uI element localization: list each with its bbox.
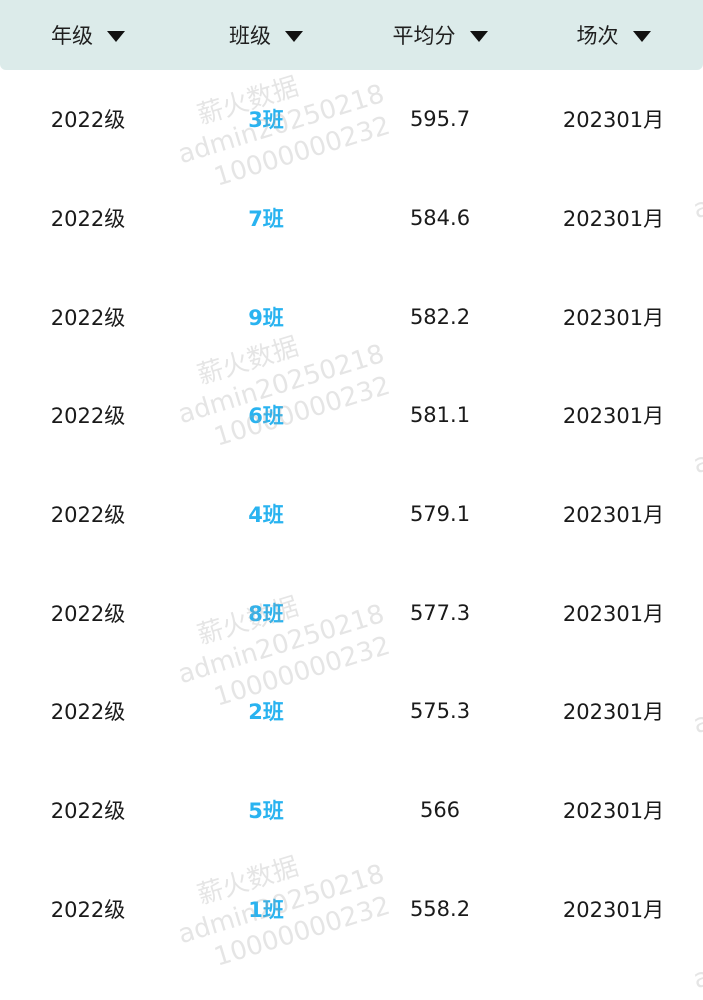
class-link[interactable]: 2班 bbox=[248, 700, 284, 725]
grade-cell: 2022级 bbox=[50, 305, 126, 330]
table-row: 2022级 3班 595.7 202301月 bbox=[0, 70, 703, 169]
average-cell: 558.2 bbox=[409, 896, 471, 921]
grade-cell: 2022级 bbox=[50, 404, 126, 429]
session-cell: 202301月 bbox=[562, 108, 665, 133]
header-grade-label: 年级 bbox=[51, 24, 93, 48]
grade-cell: 2022级 bbox=[50, 799, 126, 824]
header-session-label: 场次 bbox=[576, 24, 619, 48]
average-cell: 595.7 bbox=[409, 107, 471, 132]
sort-down-icon[interactable] bbox=[107, 30, 125, 42]
table-row: 2022级 4班 579.1 202301月 bbox=[0, 465, 703, 564]
average-cell: 582.2 bbox=[409, 304, 471, 329]
grade-cell: 2022级 bbox=[50, 601, 126, 626]
average-cell: 584.6 bbox=[409, 206, 471, 231]
grade-cell: 2022级 bbox=[50, 108, 126, 133]
table-header: 年级 班级 平均分 场次 bbox=[0, 0, 703, 70]
grade-cell: 2022级 bbox=[50, 700, 126, 725]
header-class-label: 班级 bbox=[229, 24, 271, 48]
sort-down-icon[interactable] bbox=[469, 30, 488, 42]
average-cell: 577.3 bbox=[409, 600, 471, 625]
session-cell: 202301月 bbox=[562, 207, 665, 232]
class-link[interactable]: 6班 bbox=[248, 404, 284, 429]
header-average[interactable]: 平均分 bbox=[356, 0, 524, 70]
sort-down-icon[interactable] bbox=[632, 30, 651, 42]
table-row: 2022级 2班 575.3 202301月 bbox=[0, 662, 703, 761]
class-link[interactable]: 9班 bbox=[248, 305, 284, 330]
grade-cell: 2022级 bbox=[50, 503, 126, 528]
class-link[interactable]: 8班 bbox=[248, 601, 284, 626]
class-link[interactable]: 7班 bbox=[248, 207, 284, 232]
table-row: 2022级 5班 566 202301月 bbox=[0, 761, 703, 860]
session-cell: 202301月 bbox=[562, 700, 665, 725]
average-cell: 581.1 bbox=[409, 403, 471, 428]
session-cell: 202301月 bbox=[562, 601, 665, 626]
session-cell: 202301月 bbox=[562, 404, 665, 429]
table-row: 2022级 8班 577.3 202301月 bbox=[0, 563, 703, 662]
header-grade[interactable]: 年级 bbox=[0, 0, 176, 70]
session-cell: 202301月 bbox=[562, 897, 665, 922]
session-cell: 202301月 bbox=[562, 305, 665, 330]
table-row: 2022级 7班 584.6 202301月 bbox=[0, 169, 703, 268]
grade-cell: 2022级 bbox=[50, 207, 126, 232]
class-link[interactable]: 3班 bbox=[248, 108, 284, 133]
session-cell: 202301月 bbox=[562, 799, 665, 824]
average-cell: 575.3 bbox=[409, 699, 471, 724]
table-body: 2022级 3班 595.7 202301月 2022级 7班 584.6 20… bbox=[0, 70, 703, 958]
class-link[interactable]: 5班 bbox=[248, 799, 284, 824]
average-cell: 579.1 bbox=[409, 502, 471, 527]
class-link[interactable]: 4班 bbox=[248, 503, 284, 528]
header-session[interactable]: 场次 bbox=[524, 0, 703, 70]
class-link[interactable]: 1班 bbox=[248, 897, 284, 922]
header-class[interactable]: 班级 bbox=[176, 0, 356, 70]
session-cell: 202301月 bbox=[562, 503, 665, 528]
average-cell: 566 bbox=[419, 798, 461, 823]
table-row: 2022级 1班 558.2 202301月 bbox=[0, 860, 703, 959]
table-row: 2022级 6班 581.1 202301月 bbox=[0, 366, 703, 465]
header-average-label: 平均分 bbox=[392, 24, 456, 48]
sort-down-icon[interactable] bbox=[285, 30, 303, 42]
grade-cell: 2022级 bbox=[50, 897, 126, 922]
table-row: 2022级 9班 582.2 202301月 bbox=[0, 267, 703, 366]
